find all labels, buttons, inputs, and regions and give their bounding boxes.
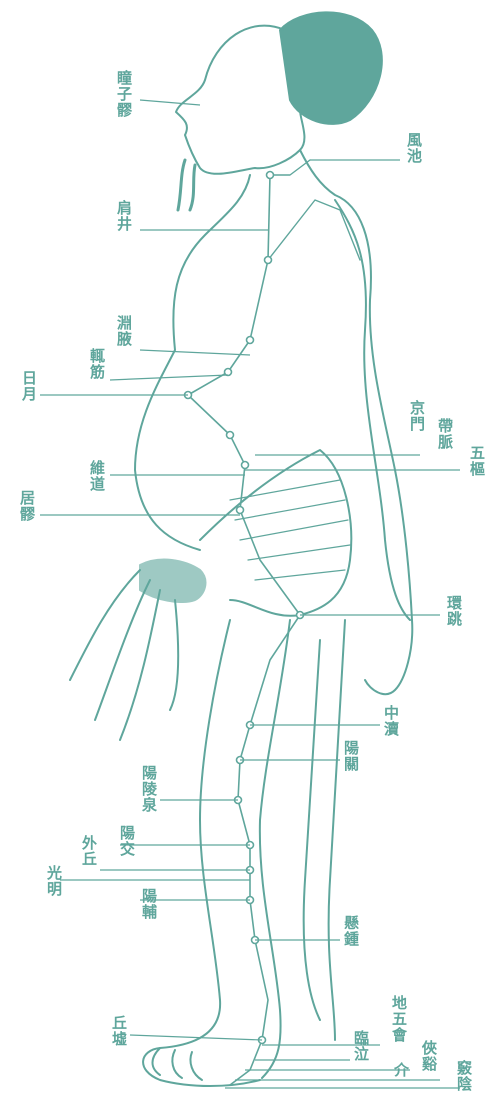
hair xyxy=(280,12,382,124)
point-marker xyxy=(242,462,249,469)
label-yangfu: 陽輔 xyxy=(140,888,157,920)
front-outline xyxy=(135,175,250,550)
label-riyue: 日月 xyxy=(20,370,37,402)
label-zhongdu: 中瀆 xyxy=(382,705,399,737)
point-marker xyxy=(225,369,232,376)
label-fengchi: 風池 xyxy=(405,132,422,164)
arm-outline xyxy=(335,200,410,620)
label-xuanzhong: 懸鍾 xyxy=(342,915,359,947)
back-outline xyxy=(300,150,412,694)
point-marker xyxy=(265,257,272,264)
label-yangjiao: 陽交 xyxy=(118,825,135,857)
label-jie: 介 xyxy=(392,1062,409,1078)
label-guangming: 光明 xyxy=(45,865,62,897)
label-daimai: 帶脈 xyxy=(436,418,453,450)
beard xyxy=(178,160,185,210)
label-tongziliao: 瞳子髎 xyxy=(115,70,132,118)
label-zulinqi: 臨泣 xyxy=(352,1030,369,1062)
point-marker xyxy=(237,507,244,514)
label-jianjing: 肩井 xyxy=(115,200,132,232)
label-huantiao: 環跳 xyxy=(445,595,462,627)
label-weidao: 維道 xyxy=(88,460,105,492)
label-xiaxi: 俠谿 xyxy=(420,1040,437,1072)
label-yanglingquan: 陽陵泉 xyxy=(140,765,157,813)
point-marker xyxy=(267,172,274,179)
front-leg xyxy=(143,620,260,1086)
label-jingmen: 京門 xyxy=(408,400,425,432)
label-zhejin: 輒筋 xyxy=(88,348,105,380)
label-waiqiu: 外丘 xyxy=(80,835,97,867)
label-yangguan: 陽關 xyxy=(342,740,359,772)
meridian-line xyxy=(188,175,300,1085)
label-wushu: 五樞 xyxy=(468,445,485,477)
label-juliao: 居髎 xyxy=(18,490,35,522)
label-zuqiaoyin: 竅陰 xyxy=(455,1060,472,1092)
toes xyxy=(153,1048,203,1080)
point-marker xyxy=(247,337,254,344)
label-qiuxu: 丘墟 xyxy=(110,1015,127,1047)
point-marker xyxy=(227,432,234,439)
label-diwuhui: 地五會 xyxy=(390,995,407,1043)
back-leg xyxy=(304,640,320,1020)
label-yuanye: 淵腋 xyxy=(115,315,132,347)
